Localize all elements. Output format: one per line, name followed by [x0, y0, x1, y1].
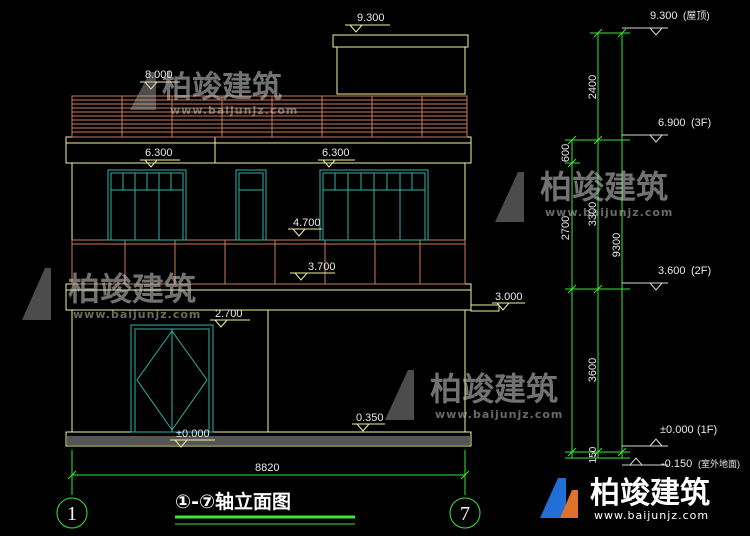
watermark-name: 柏竣建筑: [540, 168, 668, 206]
watermark-1: 柏竣建筑 www.baijunjz.com: [130, 70, 298, 117]
watermark-url: www.baijunjz.com: [545, 206, 673, 219]
level-lines: [622, 27, 668, 466]
level-outdoor-name: (室外地面): [698, 458, 740, 469]
brand-logo: 柏竣建筑 www.baijunjz.com: [540, 476, 710, 522]
elev-plinth: 0.350: [356, 412, 384, 424]
bottom-dimension: [67, 450, 470, 495]
watermark-url: www.baijunjz.com: [435, 408, 563, 421]
roof-rail: [71, 95, 468, 138]
balcony-rail: [71, 239, 466, 285]
building-outline: [65, 34, 500, 447]
dim-3600: 3600: [587, 358, 599, 382]
elev-door-top: 2.700: [215, 308, 243, 320]
watermark-name: 柏竣建筑: [430, 370, 558, 408]
dimension-chain: [565, 28, 630, 459]
level-1f-name: (1F): [697, 424, 717, 436]
overall-width-dim: 8820: [255, 462, 279, 474]
axis-bubble-7: [449, 497, 481, 529]
axis-label-7: 7: [460, 503, 470, 525]
elev-floor-2: 3.700: [308, 261, 336, 273]
watermark-url: www.baijunjz.com: [73, 308, 201, 321]
watermark-3: 柏竣建筑 www.baijunjz.com: [22, 268, 201, 321]
dim-600: 600: [560, 144, 572, 162]
level-3f-value: 6.900: [658, 117, 686, 129]
entrance-door: [130, 324, 214, 433]
elev-right-2f-top: 6.300: [322, 147, 350, 159]
window-2f-right: [319, 169, 429, 241]
level-2f-value: 3.600: [658, 265, 686, 277]
watermark-logo-icon: [385, 370, 414, 420]
elev-roof-top: 9.300: [357, 12, 385, 24]
watermark-4: 柏竣建筑 www.baijunjz.com: [385, 370, 563, 421]
dim-9300: 9300: [611, 233, 623, 257]
window-2f-narrow: [235, 169, 267, 241]
watermark-2: 柏竣建筑 www.baijunjz.com: [495, 168, 673, 222]
dim-2400: 2400: [587, 75, 599, 99]
axis-label-1: 1: [67, 503, 77, 525]
level-outdoor-value: -0.150: [661, 458, 692, 470]
dim-150: 150: [588, 446, 599, 463]
watermark-url: www.baijunjz.com: [170, 104, 298, 117]
level-1f-value: ±0.000: [660, 424, 694, 436]
elev-side-canopy: 3.000: [495, 291, 523, 303]
plinth-hatch: [67, 436, 470, 445]
axis-bubble-1: [56, 497, 88, 529]
brand-name: 柏竣建筑: [590, 476, 710, 511]
watermark-name: 柏竣建筑: [162, 70, 282, 105]
watermark-logo-icon: [22, 268, 51, 320]
level-2f-name: (2F): [691, 265, 711, 277]
level-roof-name: (屋顶): [683, 10, 710, 22]
level-3f-name: (3F): [691, 117, 711, 129]
watermark-logo-icon: [130, 72, 156, 110]
level-roof-value: 9.300: [650, 10, 678, 22]
elevation-marks: [140, 24, 525, 448]
watermark-name: 柏竣建筑: [68, 270, 196, 308]
brand-url: www.baijunjz.com: [594, 509, 709, 522]
brand-logo-icon: [540, 478, 566, 518]
elev-balcony-rail: 4.700: [293, 217, 321, 229]
drawing-title: ①-⑦轴立面图: [175, 490, 291, 513]
elev-left-2f-top: 6.300: [145, 147, 173, 159]
elev-roof-terrace: 8.000: [145, 69, 173, 81]
dim-2700: 2700: [560, 216, 572, 240]
dim-3300: 3300: [587, 202, 599, 226]
window-2f-left: [107, 169, 187, 241]
watermark-logo-icon: [495, 172, 524, 222]
elev-ground-floor: ±0.000: [176, 428, 210, 440]
